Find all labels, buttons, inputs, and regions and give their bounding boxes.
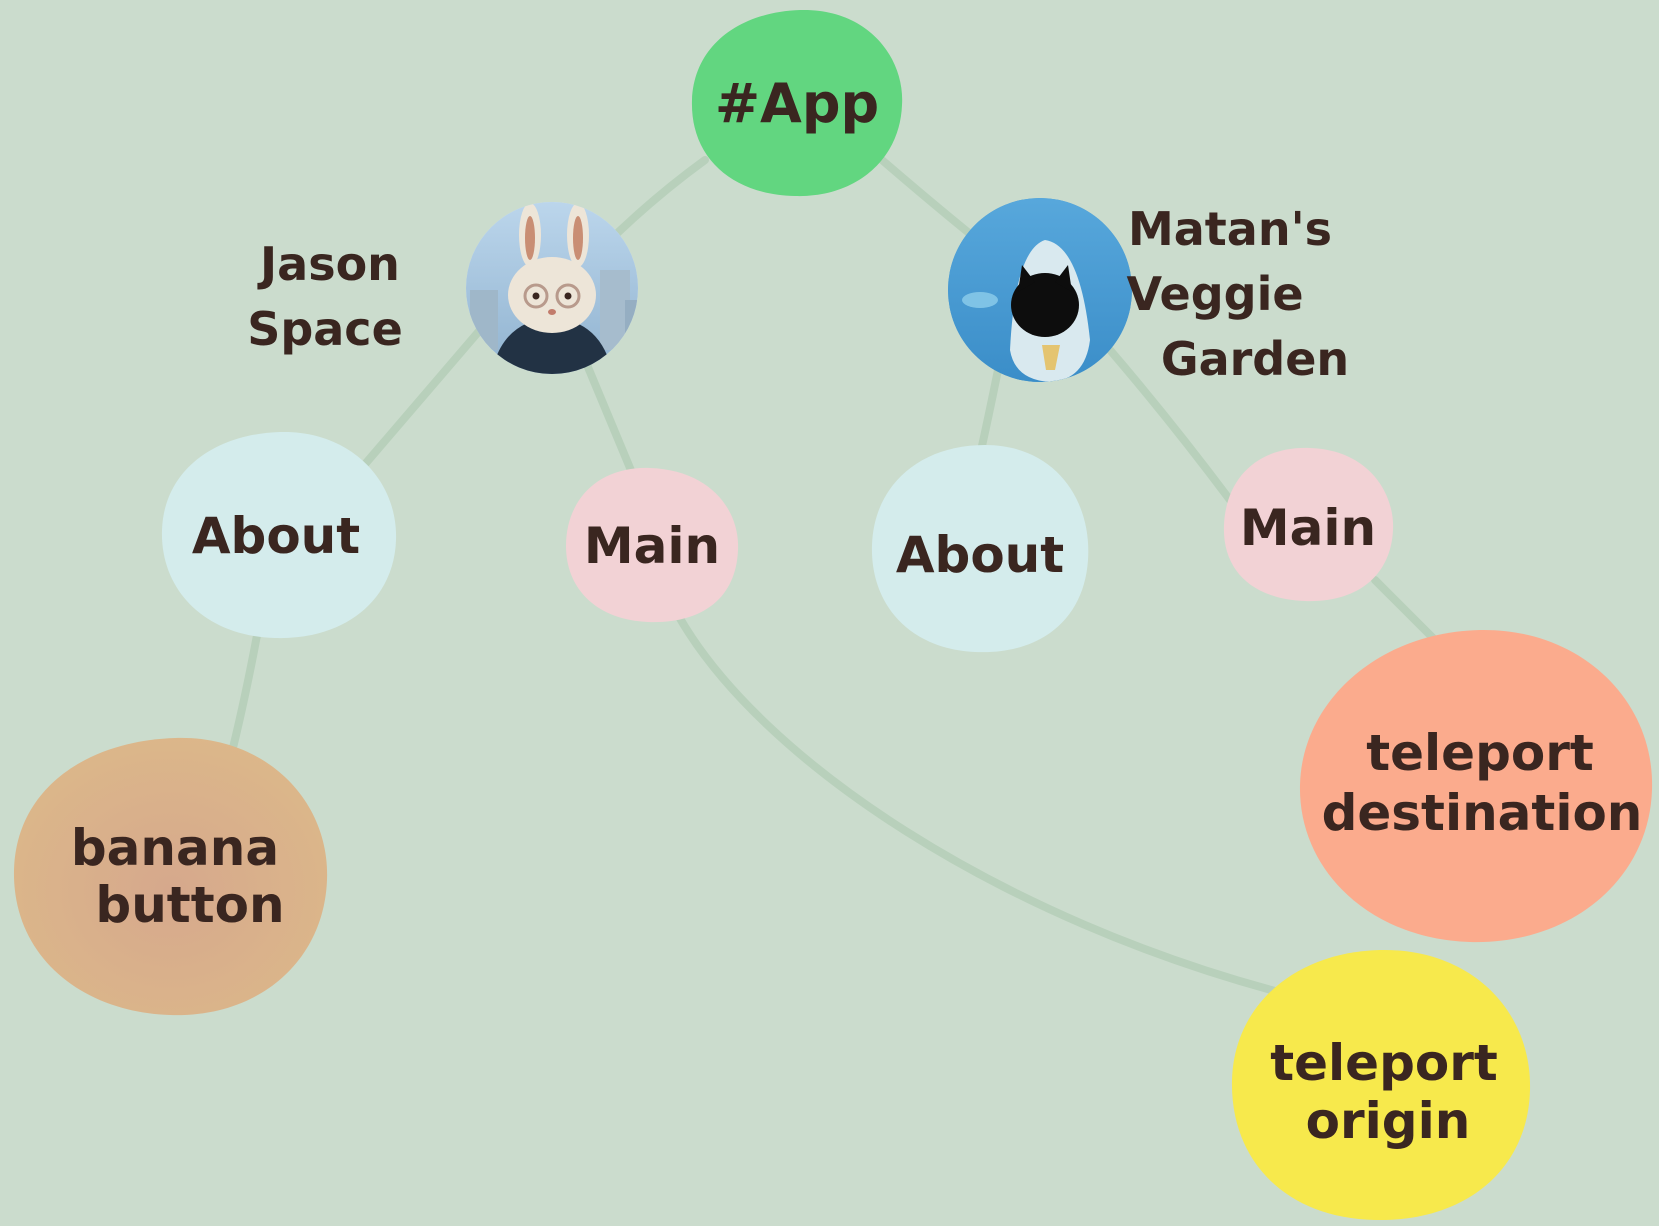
node-matan-about[interactable]: About — [871, 445, 1089, 653]
edge-matan-about — [976, 356, 1004, 459]
node-jason-main-circle — [566, 467, 739, 623]
edge-main-teleport-origin — [674, 611, 1294, 999]
edge-matan-main — [1106, 346, 1234, 504]
node-matan-main-label: Main — [1240, 499, 1376, 557]
node-jason-about[interactable]: About — [161, 431, 397, 639]
node-jason-about-circle — [161, 431, 397, 639]
node-matan-about-circle — [871, 445, 1089, 653]
node-matans-garden-label-3: Garden — [1161, 332, 1349, 386]
edge-jason-main — [581, 356, 639, 484]
node-jason-about-label: About — [192, 507, 360, 565]
node-matans-veggie-garden[interactable]: Matan's Veggie Garden — [945, 195, 1349, 386]
node-app-circle — [691, 9, 903, 197]
node-banana-button[interactable]: banana button — [13, 737, 328, 1016]
node-jason-main[interactable]: Main — [566, 467, 739, 623]
node-banana-button-circle — [13, 737, 328, 1016]
edges — [226, 156, 1449, 999]
node-jason-space-label-1: Jason — [257, 237, 400, 291]
node-teleport-origin-label-1: teleport — [1270, 1034, 1498, 1092]
node-teleport-origin-circle — [1231, 949, 1531, 1221]
node-teleport-destination-circle — [1299, 629, 1653, 943]
node-jason-space-label-2: Space — [247, 302, 403, 356]
node-app[interactable]: #App — [691, 9, 903, 197]
node-teleport-destination[interactable]: teleport destination — [1299, 629, 1653, 943]
node-banana-button-label-1: banana — [71, 819, 279, 877]
node-teleport-destination-label-1: teleport — [1366, 724, 1594, 782]
node-matan-about-label: About — [896, 526, 1064, 584]
edge-jason-about — [356, 326, 484, 474]
edge-about-banana — [226, 626, 262, 764]
node-teleport-destination-label-2: destination — [1322, 784, 1643, 842]
node-teleport-origin[interactable]: teleport origin — [1231, 949, 1531, 1221]
node-matan-main[interactable]: Main — [1223, 447, 1394, 602]
cat-avatar-icon — [948, 198, 1132, 382]
node-app-label: #App — [715, 72, 879, 135]
node-jason-main-label: Main — [584, 517, 720, 575]
node-matan-main-circle — [1223, 447, 1394, 602]
node-jason-space[interactable]: Jason Space — [247, 200, 650, 380]
node-matans-garden-label-1: Matan's — [1128, 202, 1332, 256]
node-banana-button-label-2: button — [95, 876, 284, 934]
node-teleport-origin-label-2: origin — [1306, 1092, 1471, 1150]
node-matans-garden-label-2: Veggie — [1126, 267, 1303, 321]
